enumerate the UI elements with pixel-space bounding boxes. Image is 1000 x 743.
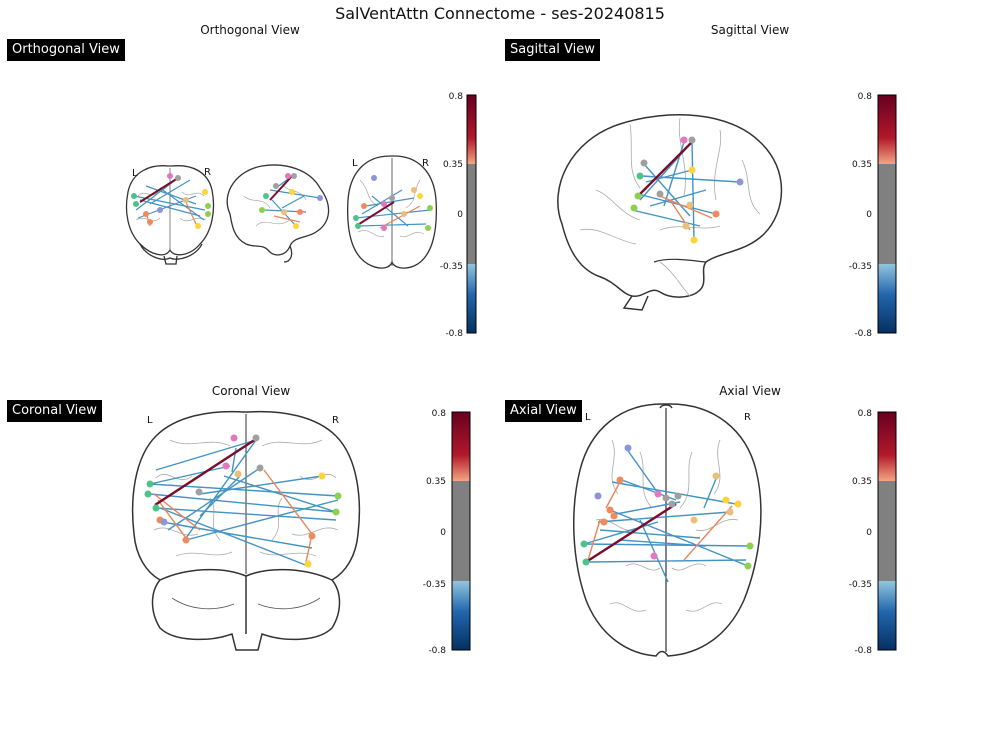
cb-ax-tick-1: 0.35 [852,477,872,487]
coronal-brain-outline [131,410,361,651]
orthogonal-view: L R [125,155,438,269]
cb-cor-tick-1: 0.35 [426,477,446,487]
sagittal-brain-outline [557,114,783,311]
panel-title-sagittal: Sagittal View [710,23,790,37]
sagittal-sulci [579,117,761,297]
coronal-edges [149,437,339,567]
cb-ortho-tick-0: 0.8 [449,92,464,102]
cb-ax-tick-3: -0.35 [849,580,872,590]
badge-sagittal: Sagittal View [505,39,600,61]
cb-sag-tick-1: 0.35 [852,160,872,170]
mini-sagittal-brain [226,164,330,263]
cb-ortho-tick-2: 0 [457,210,463,220]
cb-ortho-tick-4: -0.8 [445,329,463,339]
cb-ax-tick-2: 0 [866,528,872,538]
colorbar-axial: 0.8 0.35 0 -0.35 -0.8 [849,409,897,656]
ortho-left-label: L [132,168,138,179]
cb-sag-tick-2: 0 [866,210,872,220]
axial-edges [583,447,751,583]
ortho-axial-right-label: R [422,158,429,169]
cb-sag-tick-4: -0.8 [854,329,872,339]
cb-sag-tick-3: -0.35 [849,262,872,272]
sagittal-nodes [630,136,744,244]
axial-view: L R [573,403,762,657]
axial-nodes [580,444,754,570]
ortho-axial-left-label: L [352,158,358,169]
badge-coronal: Coronal View [7,400,102,422]
coronal-nodes [144,434,342,568]
sagittal-view [557,114,783,311]
cb-ax-tick-4: -0.8 [854,646,872,656]
axial-brain-outline [573,403,762,657]
cb-ortho-tick-1: 0.35 [443,160,463,170]
axial-right-label: R [744,412,751,423]
sagittal-edges [631,141,741,241]
badge-axial: Axial View [505,400,582,422]
colorbar-orthogonal: 0.8 0.35 0 -0.35 -0.8 [440,92,477,339]
cb-cor-tick-4: -0.8 [428,646,446,656]
coronal-right-label: R [332,415,339,426]
panel-title-coronal: Coronal View [211,384,291,398]
coronal-left-label: L [147,415,153,426]
cb-cor-tick-3: -0.35 [423,580,446,590]
ortho-right-label: R [204,167,211,178]
mini-sagittal-edges [263,175,321,227]
coronal-view: L R [131,410,361,651]
mini-axial-nodes [353,175,433,231]
panel-title-axial: Axial View [719,384,781,398]
mini-coronal-nodes [131,173,211,229]
colorbar-coronal: 0.8 0.35 0 -0.35 -0.8 [423,409,471,656]
cb-cor-tick-2: 0 [440,528,446,538]
figure-title: SalVentAttn Connectome - ses-20240815 [335,4,665,23]
badge-orthogonal: Orthogonal View [7,39,125,61]
axial-left-label: L [585,412,591,423]
mini-coronal-brain [125,165,215,265]
panel-title-orthogonal: Orthogonal View [200,23,300,37]
mini-sagittal-nodes [259,173,323,229]
axial-sulci [595,439,739,612]
cb-ortho-tick-3: -0.35 [440,262,463,272]
cb-sag-tick-0: 0.8 [858,92,873,102]
cb-cor-tick-0: 0.8 [432,409,447,419]
cb-ax-tick-0: 0.8 [858,409,873,419]
colorbar-sagittal: 0.8 0.35 0 -0.35 -0.8 [849,92,897,339]
